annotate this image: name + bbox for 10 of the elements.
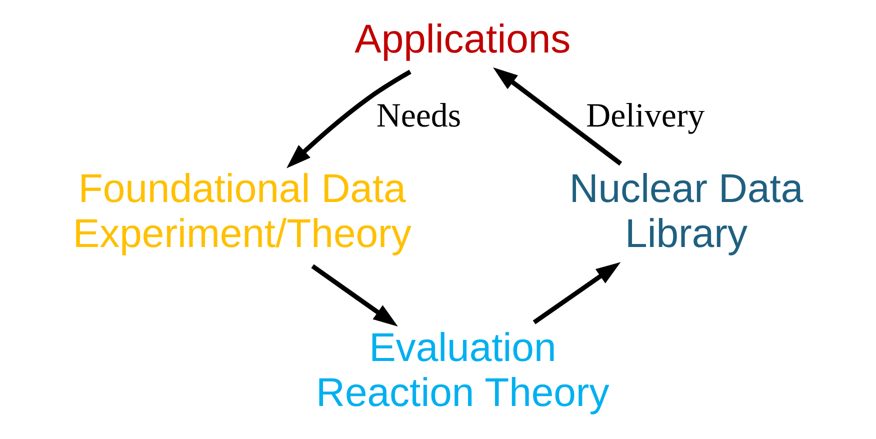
node-text: Applications [354,18,571,62]
node-text: Foundational Data Experiment/Theory [72,167,412,256]
node-text: Nuclear Data Library [569,167,804,256]
arrow [493,67,622,166]
arrow [286,70,412,168]
node-text: Evaluation Reaction Theory [316,326,610,415]
edge-label: Needs [376,97,462,134]
arrow [532,262,621,324]
edge-label: Delivery [586,97,705,134]
arrow [311,264,398,326]
